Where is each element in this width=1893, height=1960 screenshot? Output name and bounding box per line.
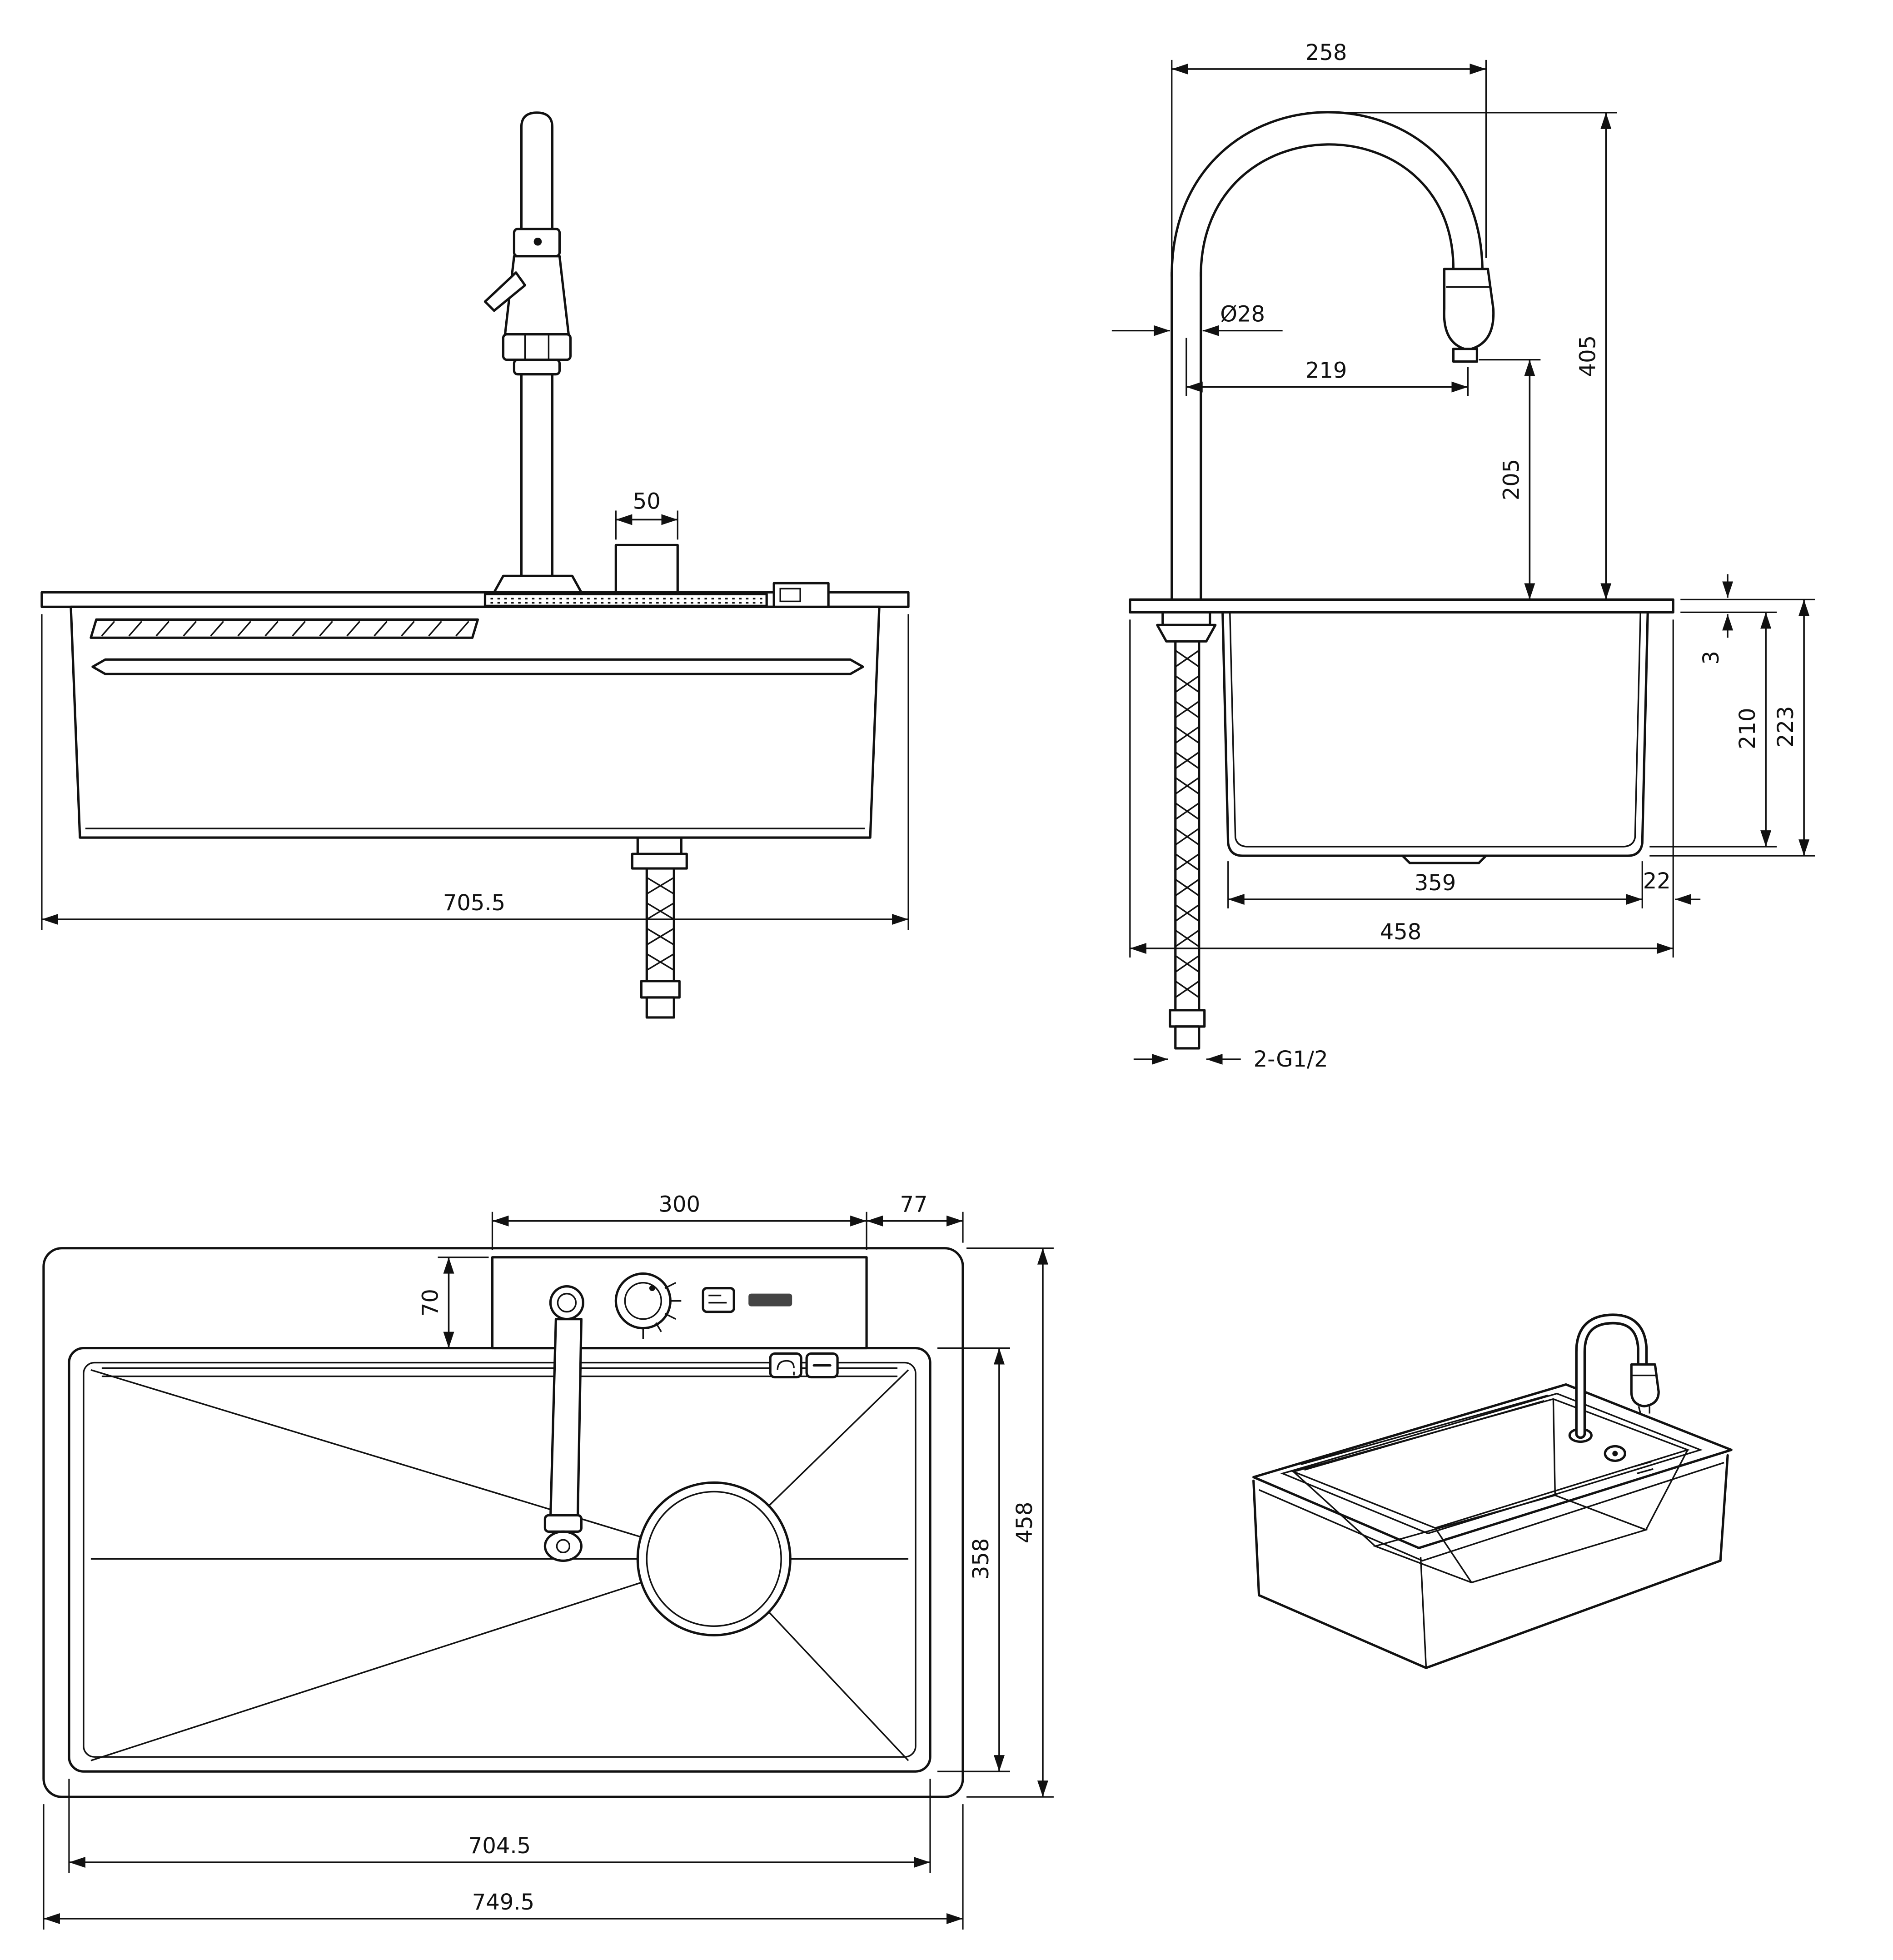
waterfall-slot-upper bbox=[90, 618, 479, 639]
hose-end-nut bbox=[1174, 1025, 1201, 1050]
drain-bump bbox=[1401, 854, 1488, 864]
dim-side-210: 210 bbox=[1735, 708, 1760, 749]
iso-waterfall-bar bbox=[1300, 1394, 1548, 1471]
waterfall-slot-top bbox=[101, 1367, 898, 1377]
waterfall-slot-lower bbox=[91, 658, 864, 675]
waterfall-slot-hatch bbox=[101, 621, 469, 637]
basin-inner-wall bbox=[1229, 612, 1641, 848]
spout-inner-curve bbox=[1200, 143, 1455, 278]
knob-pointer bbox=[649, 1285, 655, 1292]
basin-floor-creases bbox=[90, 1369, 909, 1761]
dim-top-358: 358 bbox=[968, 1538, 994, 1580]
iso-sprayer-head bbox=[1630, 1363, 1660, 1408]
dim-side-22: 22 bbox=[1643, 868, 1671, 894]
dim-top-458: 458 bbox=[1012, 1502, 1037, 1544]
basin-top bbox=[68, 1347, 932, 1773]
faucet-hole bbox=[549, 1285, 584, 1321]
sink-body-front bbox=[70, 605, 881, 839]
sprayer-nozzle bbox=[502, 333, 572, 361]
brand-logo bbox=[748, 1293, 792, 1307]
hose-end-fitting bbox=[1169, 1009, 1206, 1028]
drain-tailpiece bbox=[636, 836, 682, 855]
iso-buttons bbox=[1634, 1461, 1654, 1475]
drain-nut bbox=[631, 853, 688, 870]
dim-side-458: 458 bbox=[1380, 919, 1422, 945]
dim-side-359: 359 bbox=[1415, 870, 1456, 896]
sprayer-button bbox=[533, 237, 542, 246]
drain-cover bbox=[636, 1481, 792, 1636]
sprayer-head-top bbox=[543, 1530, 583, 1562]
supply-hose-side bbox=[1174, 640, 1201, 1012]
sprayer-head-side bbox=[1443, 268, 1495, 350]
deck-perforated-strip bbox=[483, 593, 768, 607]
temp-display-icon bbox=[702, 1287, 735, 1313]
iso-rim bbox=[1252, 1383, 1733, 1549]
dim-side-thread: 2-G1/2 bbox=[1254, 1047, 1328, 1072]
dim-top-749-5: 749.5 bbox=[472, 1890, 534, 1915]
isometric-view bbox=[1252, 1313, 1733, 1669]
dim-top-77: 77 bbox=[900, 1192, 928, 1217]
faucet-mount bbox=[493, 574, 583, 593]
sprayer-nozzle-side bbox=[1452, 348, 1479, 363]
dim-side-258: 258 bbox=[1305, 40, 1347, 65]
deck-knob-block bbox=[614, 544, 679, 593]
faucet-shank bbox=[1161, 611, 1211, 626]
sink-rim-side bbox=[1129, 598, 1674, 613]
basin-lip bbox=[83, 1362, 917, 1758]
dim-side-205: 205 bbox=[1499, 459, 1524, 501]
deck-control-box bbox=[772, 582, 830, 608]
waterfall-button bbox=[769, 1352, 802, 1379]
faucet-pipe-nut bbox=[543, 1514, 583, 1533]
hose-fitting bbox=[640, 980, 681, 999]
deck-top bbox=[491, 1256, 868, 1350]
dim-front-705-5: 705.5 bbox=[443, 890, 505, 916]
dim-side-dia-28: Ø28 bbox=[1220, 302, 1265, 327]
faucet-pipe-side bbox=[1171, 271, 1202, 601]
sprayer-tip bbox=[513, 359, 561, 376]
dim-side-223: 223 bbox=[1773, 706, 1798, 748]
dim-side-3: 3 bbox=[1699, 651, 1724, 665]
faucet-handle bbox=[483, 271, 527, 312]
dim-front-50: 50 bbox=[633, 489, 661, 514]
top-view: 300 77 70 358 458 704.5 749.5 bbox=[42, 1192, 1054, 1930]
dim-top-300: 300 bbox=[659, 1192, 701, 1217]
dim-top-704-5: 704.5 bbox=[468, 1833, 531, 1859]
hose-fitting-nut bbox=[645, 996, 675, 1019]
shank-locknut bbox=[1156, 623, 1217, 643]
front-view: 50 705.5 bbox=[40, 111, 910, 1019]
dim-side-219: 219 bbox=[1305, 358, 1347, 384]
basin-outer-wall bbox=[1221, 611, 1649, 857]
faucet-pipe-top bbox=[549, 1318, 583, 1520]
spout-outer-curve bbox=[1171, 111, 1484, 278]
dim-side-405: 405 bbox=[1575, 335, 1600, 377]
control-knob bbox=[614, 1272, 672, 1330]
dim-top-70: 70 bbox=[418, 1289, 443, 1317]
side-view: 258 Ø28 219 405 205 3 210 223 359 22 458 bbox=[1111, 40, 1815, 1072]
